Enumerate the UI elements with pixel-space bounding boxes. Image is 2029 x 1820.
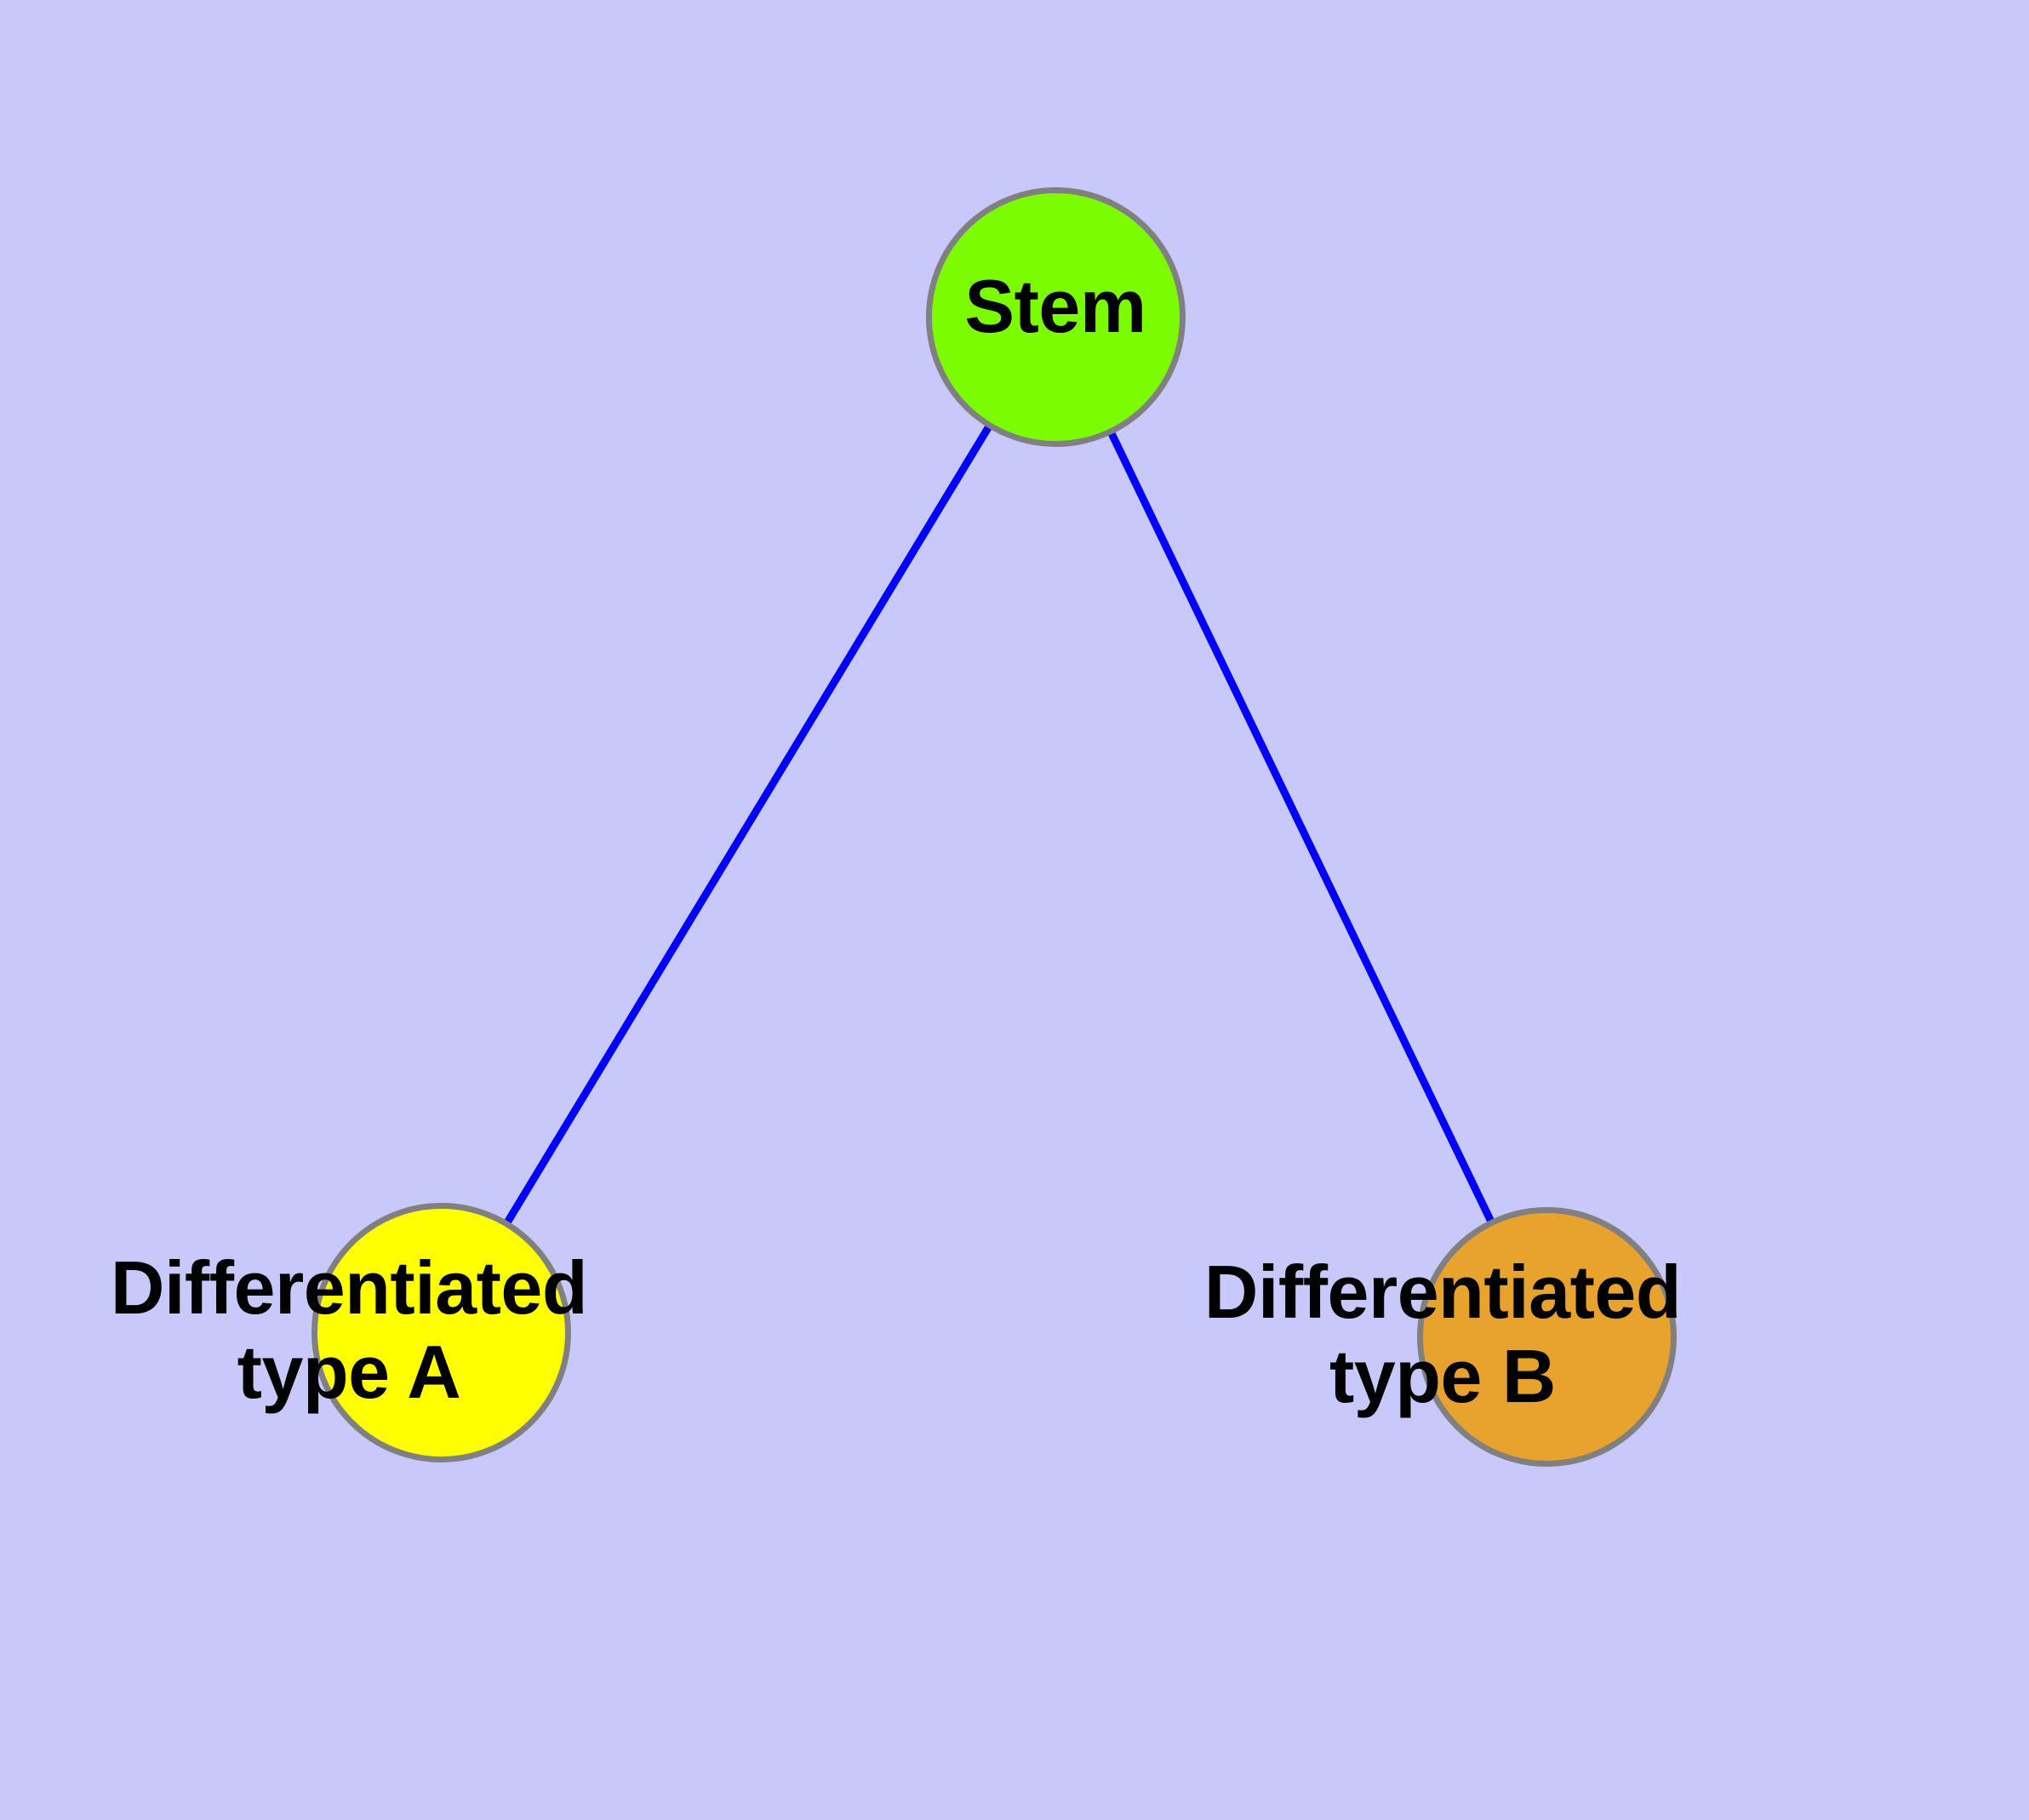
node-differentiated-type-a-label: Differentiated type A [94,1245,604,1414]
node-differentiated-type-b-label-line-1: Differentiated [1203,1250,1682,1334]
node-differentiated-type-b-label: Differentiated type B [1187,1250,1698,1418]
node-differentiated-type-b[interactable] [1417,1207,1677,1467]
node-stem-label: Stem [800,264,1311,349]
node-stem[interactable] [926,187,1186,447]
edge-stem-to-diff-b[interactable] [1051,315,1551,1338]
node-differentiated-type-a-label-line-1: Differentiated [110,1245,588,1330]
node-differentiated-type-b-label-line-2: type B [1329,1333,1556,1418]
edge-stem-to-diff-a[interactable] [437,314,1059,1335]
node-differentiated-type-a-label-line-2: type A [237,1329,461,1414]
node-differentiated-type-a[interactable] [311,1203,571,1462]
node-stem-label-line-1: Stem [964,264,1146,348]
